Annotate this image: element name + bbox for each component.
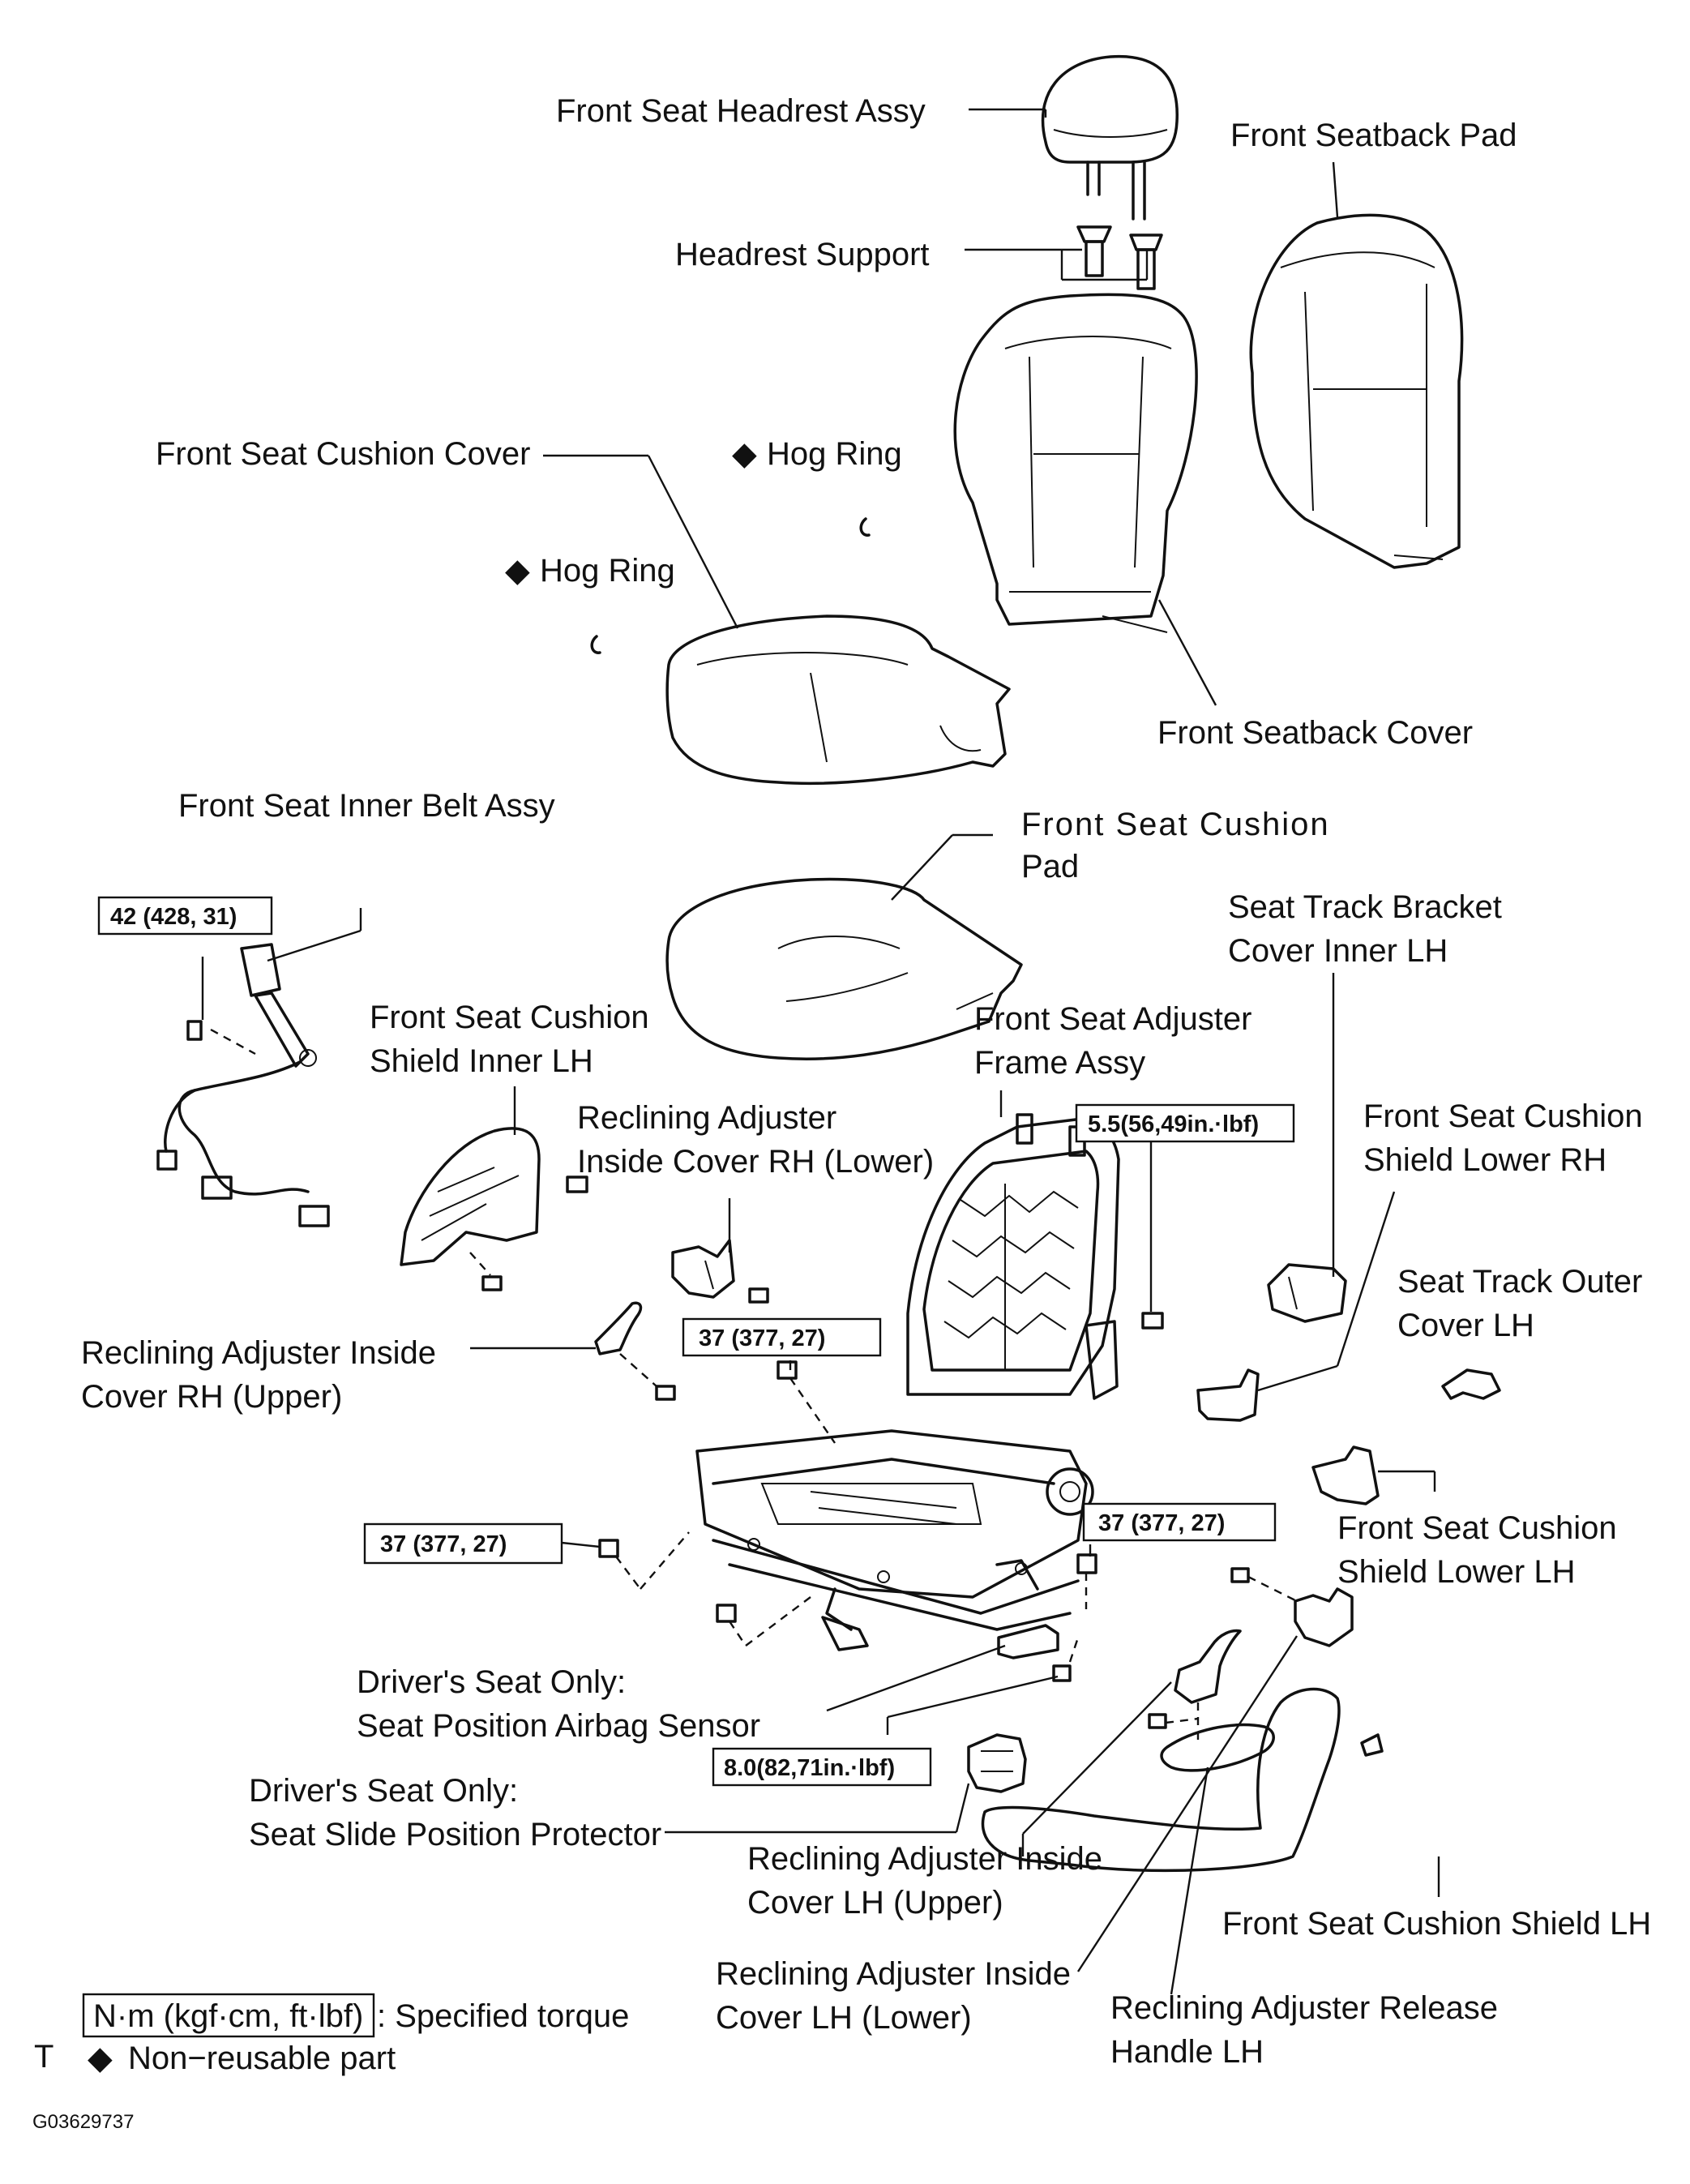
legend-torque-box: N·m (kgf·cm, ft·lbf) bbox=[93, 1998, 363, 2034]
legend-nonreusable: Non−reusable part bbox=[128, 2041, 396, 2076]
label-headrest-support: Headrest Support bbox=[675, 237, 930, 272]
diamond-marker: ◆ bbox=[732, 436, 757, 472]
cushion-pad-drawing bbox=[665, 877, 1023, 1060]
shield-lh-drawing bbox=[981, 1687, 1384, 1873]
corner-mark: T bbox=[34, 2039, 53, 2075]
headrest-drawing bbox=[1041, 54, 1179, 221]
label-airbag-sensor-line2: Seat Position Airbag Sensor bbox=[357, 1708, 760, 1744]
label-adjuster-frame-line1: Front Seat Adjuster bbox=[974, 1001, 1251, 1037]
recl-rh-lower-drawing bbox=[671, 1239, 769, 1304]
shield-lower-lh-drawing bbox=[1311, 1445, 1436, 1505]
recl-lh-lower-drawing bbox=[1230, 1567, 1354, 1647]
torque-belt-value: 42 (428, 31) bbox=[110, 904, 237, 930]
slide-protector-drawing bbox=[967, 1733, 1027, 1793]
label-shield-lower-lh-line1: Front Seat Cushion bbox=[1337, 1510, 1617, 1546]
label-track-outer-line1: Seat Track Outer bbox=[1397, 1264, 1642, 1300]
label-recl-rh-lower-line2: Inside Cover RH (Lower) bbox=[577, 1144, 934, 1180]
label-hog-ring-1: Hog Ring bbox=[767, 436, 902, 472]
label-headrest-assy: Front Seat Headrest Assy bbox=[556, 93, 926, 129]
recl-lh-upper-drawing bbox=[1148, 1629, 1242, 1743]
diamond-marker: ◆ bbox=[505, 553, 530, 589]
label-shield-inner-line2: Shield Inner LH bbox=[370, 1043, 593, 1079]
label-recl-rh-upper-line1: Reclining Adjuster Inside bbox=[81, 1335, 436, 1371]
legend-diamond: ◆ bbox=[88, 2041, 113, 2076]
label-shield-lower-lh-line2: Shield Lower LH bbox=[1337, 1554, 1576, 1590]
headrest-support-drawing bbox=[1076, 225, 1163, 290]
inner-belt-drawing bbox=[156, 943, 330, 1227]
label-recl-lh-upper-line1: Reclining Adjuster Inside bbox=[747, 1841, 1102, 1877]
torque-frame-bolt-left: 37 (377, 27) bbox=[363, 1522, 563, 1565]
label-release-handle-line1: Reclining Adjuster Release bbox=[1110, 1990, 1498, 2026]
torque-sensor: 8.0(82,71in.·lbf) bbox=[712, 1747, 932, 1787]
label-shield-lh: Front Seat Cushion Shield LH bbox=[1222, 1906, 1651, 1942]
label-inner-belt-assy: Front Seat Inner Belt Assy bbox=[178, 788, 555, 824]
hog-ring-drawings bbox=[590, 517, 871, 654]
legend-torque-desc: : Specified torque bbox=[377, 1998, 629, 2034]
label-hog-ring-2: Hog Ring bbox=[540, 553, 675, 589]
label-track-outer-line2: Cover LH bbox=[1397, 1308, 1534, 1343]
recl-rh-upper-drawing bbox=[594, 1301, 676, 1401]
label-slide-protector-line2: Seat Slide Position Protector bbox=[249, 1817, 661, 1852]
torque-frame-bolt-right-value: 37 (377, 27) bbox=[1098, 1510, 1225, 1536]
torque-frame-bolt-right: 37 (377, 27) bbox=[1082, 1502, 1277, 1542]
track-outer-cover-drawing bbox=[1441, 1368, 1501, 1400]
label-track-bracket-inner-line1: Seat Track Bracket bbox=[1228, 889, 1502, 925]
torque-belt: 42 (428, 31) bbox=[97, 896, 273, 936]
label-track-bracket-inner-line2: Cover Inner LH bbox=[1228, 933, 1448, 969]
label-slide-protector-line1: Driver's Seat Only: bbox=[249, 1773, 518, 1809]
torque-frame-bolt-left-value: 37 (377, 27) bbox=[380, 1531, 507, 1557]
diagram-id: G03629737 bbox=[32, 2111, 134, 2133]
label-cushion-pad-line1: Front Seat Cushion bbox=[1021, 807, 1330, 842]
cushion-cover-drawing bbox=[665, 615, 1011, 786]
shield-lower-rh-drawing bbox=[1196, 1368, 1260, 1422]
seatback-pad-drawing bbox=[1249, 213, 1464, 569]
leader-lines bbox=[267, 108, 1440, 1995]
label-seatback-pad: Front Seatback Pad bbox=[1230, 118, 1517, 153]
label-recl-rh-lower-line1: Reclining Adjuster bbox=[577, 1100, 836, 1136]
torque-sensor-value: 8.0(82,71in.·lbf) bbox=[724, 1755, 895, 1781]
label-recl-lh-upper-line2: Cover LH (Upper) bbox=[747, 1885, 1003, 1921]
shield-inner-drawing bbox=[400, 1127, 588, 1291]
label-adjuster-frame-line2: Frame Assy bbox=[974, 1045, 1145, 1081]
label-release-handle-line2: Handle LH bbox=[1110, 2034, 1264, 2070]
torque-frame-nut-value: 5.5(56,49in.·lbf) bbox=[1088, 1111, 1259, 1137]
torque-frame-bolt-upper-value: 37 (377, 27) bbox=[699, 1325, 825, 1351]
label-recl-lh-lower-line1: Reclining Adjuster Inside bbox=[716, 1956, 1071, 1992]
label-recl-lh-lower-line2: Cover LH (Lower) bbox=[716, 2000, 972, 2036]
label-shield-lower-rh-line2: Shield Lower RH bbox=[1363, 1142, 1607, 1178]
label-cushion-cover: Front Seat Cushion Cover bbox=[156, 436, 530, 472]
torque-frame-nut: 5.5(56,49in.·lbf) bbox=[1075, 1103, 1295, 1143]
seatback-cover-drawing bbox=[953, 293, 1198, 633]
label-airbag-sensor-line1: Driver's Seat Only: bbox=[357, 1664, 626, 1700]
torque-frame-bolt-upper: 37 (377, 27) bbox=[682, 1317, 882, 1357]
legend: N·m (kgf·cm, ft·lbf) : Specified torque … bbox=[34, 1993, 629, 2076]
label-shield-lower-rh-line1: Front Seat Cushion bbox=[1363, 1098, 1643, 1134]
airbag-sensor-drawing bbox=[997, 1624, 1080, 1682]
label-cushion-pad-line2: Pad bbox=[1021, 849, 1079, 884]
release-handle-drawing bbox=[1160, 1723, 1275, 1772]
track-bracket-cover-drawing bbox=[1267, 1263, 1347, 1323]
label-shield-inner-line1: Front Seat Cushion bbox=[370, 1000, 649, 1035]
label-recl-rh-upper-line2: Cover RH (Upper) bbox=[81, 1379, 342, 1415]
label-seatback-cover: Front Seatback Cover bbox=[1157, 715, 1473, 751]
adjuster-frame-drawing bbox=[598, 1113, 1164, 1651]
